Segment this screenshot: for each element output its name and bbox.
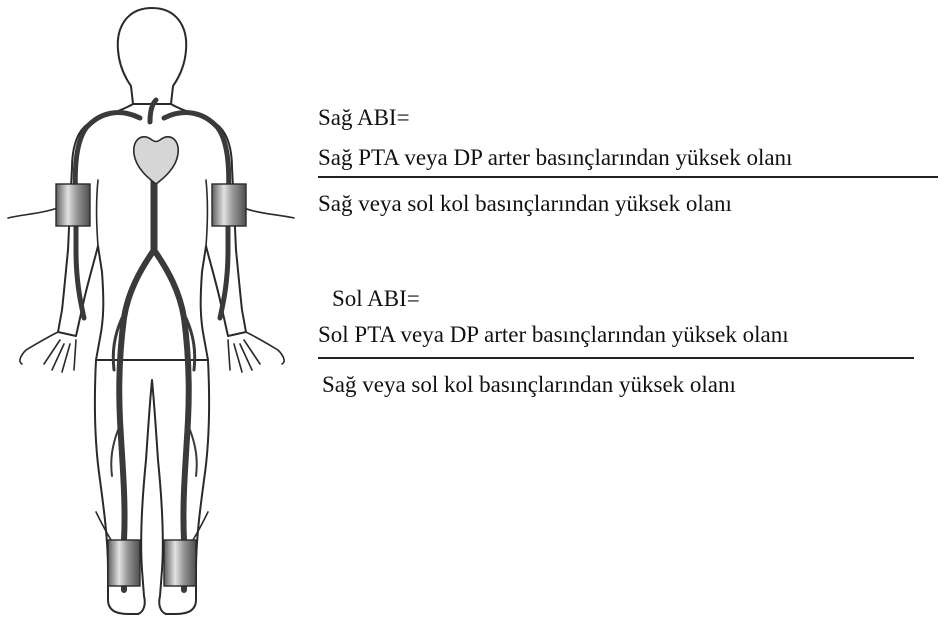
right-abi-fraction-bar <box>318 176 938 178</box>
right-abi-formula: Sağ ABI= Sağ PTA veya DP arter basınçlar… <box>318 106 948 226</box>
left-abi-numerator: Sol PTA veya DP arter basınçlarından yük… <box>318 323 789 346</box>
right-abi-label: Sağ ABI= <box>318 106 410 129</box>
right-ankle-cuff <box>108 540 140 586</box>
left-ankle-cuff <box>164 540 196 586</box>
right-abi-denominator: Sağ veya sol kol basınçlarından yüksek o… <box>318 192 732 215</box>
left-abi-fraction-bar <box>318 357 914 359</box>
left-abi-denominator: Sağ veya sol kol basınçlarından yüksek o… <box>322 373 736 396</box>
left-arm-cuff <box>212 184 246 226</box>
body-outline <box>58 8 246 614</box>
right-arm-cuff <box>56 184 90 226</box>
left-abi-formula: Sol ABI= Sol PTA veya DP arter basınçlar… <box>318 287 952 407</box>
left-abi-label: Sol ABI= <box>332 287 420 310</box>
right-abi-numerator: Sağ PTA veya DP arter basınçlarından yük… <box>318 146 792 169</box>
human-body-illustration <box>0 0 300 625</box>
